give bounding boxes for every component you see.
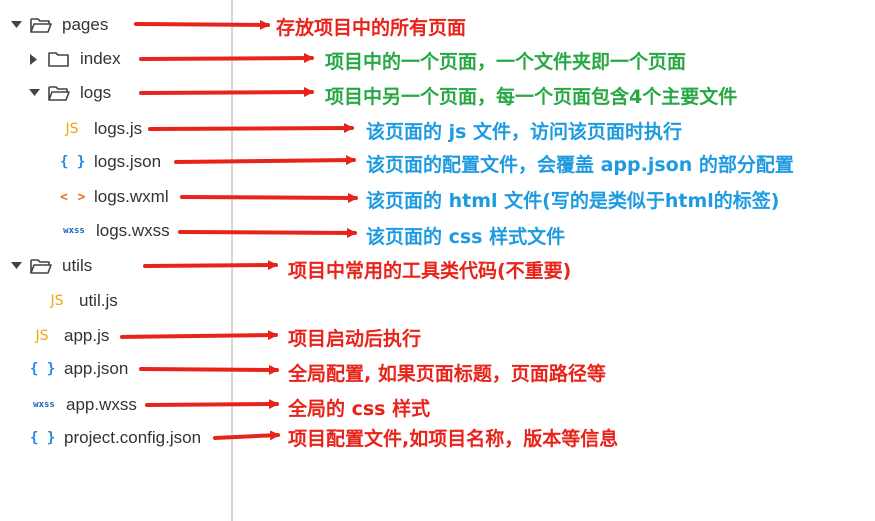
caret-down-icon[interactable] <box>10 260 22 272</box>
js-file-icon: JS <box>65 121 79 137</box>
annotation-app-json: 全局配置, 如果页面标题，页面路径等 <box>288 363 606 385</box>
arrow-logs-json <box>174 155 356 166</box>
json-file-icon: { } <box>60 154 86 170</box>
annotation-pages: 存放项目中的所有页面 <box>276 17 467 39</box>
tree-file-logs-json[interactable]: { } logs.json <box>60 147 161 177</box>
folder-open-icon <box>30 257 52 275</box>
arrow-app-json <box>139 364 279 375</box>
tree-item-label: app.js <box>64 326 110 345</box>
annotation-logs-js: 该页面的 js 文件，访问该页面时执行 <box>366 121 683 143</box>
tree-folder-logs[interactable]: logs <box>28 78 111 108</box>
tree-file-app-wxss[interactable]: wxss app.wxss <box>30 390 137 420</box>
json-file-icon: { } <box>30 430 56 446</box>
folder-open-icon <box>30 16 52 34</box>
arrow-utils <box>143 260 278 271</box>
tree-item-label: utils <box>62 256 93 275</box>
tree-folder-index[interactable]: index <box>28 44 121 74</box>
wxss-file-icon: wxss <box>63 226 85 236</box>
annotation-index: 项目中的一个页面，一个文件夹即一个页面 <box>325 51 687 73</box>
annotation-logs-json: 该页面的配置文件，会覆盖 app.json 的部分配置 <box>366 154 794 176</box>
caret-right-icon[interactable] <box>28 53 40 65</box>
tree-item-label: app.json <box>64 359 129 378</box>
annotation-app-wxss: 全局的 css 样式 <box>288 398 431 420</box>
arrow-logs <box>139 87 314 98</box>
json-file-icon: { } <box>30 361 56 377</box>
tree-item-label: app.wxss <box>66 395 137 414</box>
caret-down-icon[interactable] <box>28 87 40 99</box>
tree-folder-pages[interactable]: pages <box>10 10 108 40</box>
tree-file-app-js[interactable]: JS app.js <box>30 321 109 351</box>
tree-file-util-js[interactable]: JS util.js <box>45 286 118 316</box>
annotation-project-config: 项目配置文件,如项目名称，版本等信息 <box>288 428 619 450</box>
tree-item-label: logs.wxss <box>96 221 170 240</box>
wxss-file-icon: wxss <box>33 400 55 410</box>
js-file-icon: JS <box>50 293 64 309</box>
folder-open-icon <box>48 84 70 102</box>
tree-file-project-config-json[interactable]: { } project.config.json <box>30 423 201 453</box>
arrow-index <box>139 53 314 64</box>
tree-file-logs-js[interactable]: JS logs.js <box>60 114 142 144</box>
tree-item-label: logs <box>80 83 112 102</box>
annotation-logs: 项目中另一个页面，每一个页面包含4个主要文件 <box>325 86 738 108</box>
arrow-app-wxss <box>145 399 279 410</box>
wxml-file-icon: < > <box>60 189 87 205</box>
tree-file-app-json[interactable]: { } app.json <box>30 354 128 384</box>
annotation-logs-wxml: 该页面的 html 文件(写的是类似于html的标签) <box>366 190 780 212</box>
annotation-app-js: 项目启动后执行 <box>288 328 422 350</box>
tree-item-label: logs.wxml <box>94 187 169 206</box>
arrow-logs-wxss <box>178 227 357 238</box>
tree-item-label: index <box>80 49 121 68</box>
tree-item-label: logs.json <box>94 152 162 171</box>
tree-item-label: project.config.json <box>64 428 202 447</box>
caret-down-icon[interactable] <box>10 19 22 31</box>
arrow-project-config <box>213 430 280 441</box>
tree-item-label: util.js <box>79 291 118 310</box>
annotation-logs-wxss: 该页面的 css 样式文件 <box>366 226 566 248</box>
arrow-logs-js <box>148 123 354 134</box>
js-file-icon: JS <box>35 328 49 344</box>
annotation-utils: 项目中常用的工具类代码(不重要) <box>288 260 572 282</box>
sidebar-divider <box>231 0 233 521</box>
arrow-app-js <box>120 330 278 341</box>
tree-file-logs-wxss[interactable]: wxss logs.wxss <box>60 216 170 246</box>
folder-icon <box>48 50 70 68</box>
tree-item-label: pages <box>62 15 109 34</box>
arrow-pages <box>134 19 270 30</box>
tree-file-logs-wxml[interactable]: < > logs.wxml <box>60 182 169 212</box>
tree-folder-utils[interactable]: utils <box>10 251 92 281</box>
tree-item-label: logs.js <box>94 119 143 138</box>
arrow-logs-wxml <box>180 192 358 203</box>
